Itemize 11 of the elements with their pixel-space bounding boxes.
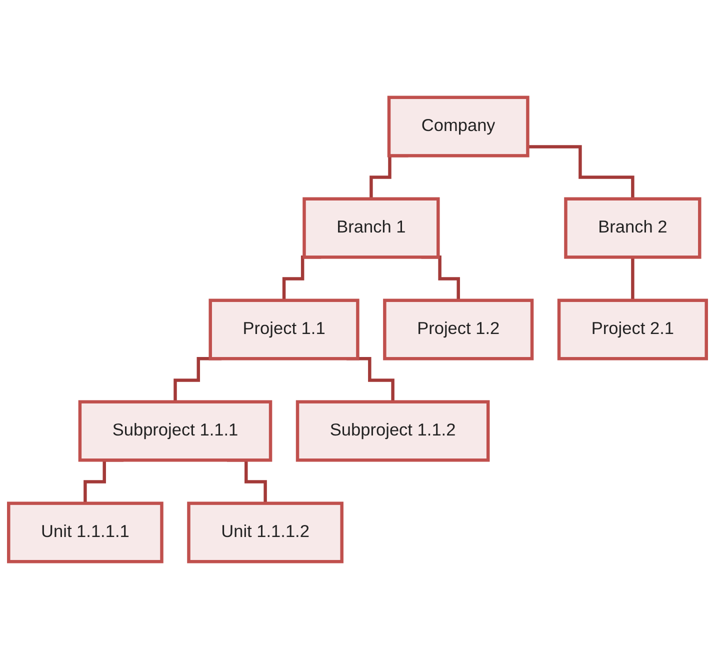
node-box: Unit 1.1.1.1 <box>7 502 164 564</box>
connector <box>528 145 634 200</box>
node-box: Subproject 1.1.1 <box>78 400 272 462</box>
node-box: Branch 1 <box>302 197 440 259</box>
node-box: Unit 1.1.1.2 <box>187 502 344 564</box>
node-box: Branch 2 <box>564 197 702 259</box>
node-box: Project 1.2 <box>383 298 534 360</box>
node-box: Subproject 1.1.2 <box>296 400 490 462</box>
node-box: Company <box>387 96 530 158</box>
node-box: Project 2.1 <box>557 298 708 360</box>
node-box: Project 1.1 <box>208 298 360 360</box>
